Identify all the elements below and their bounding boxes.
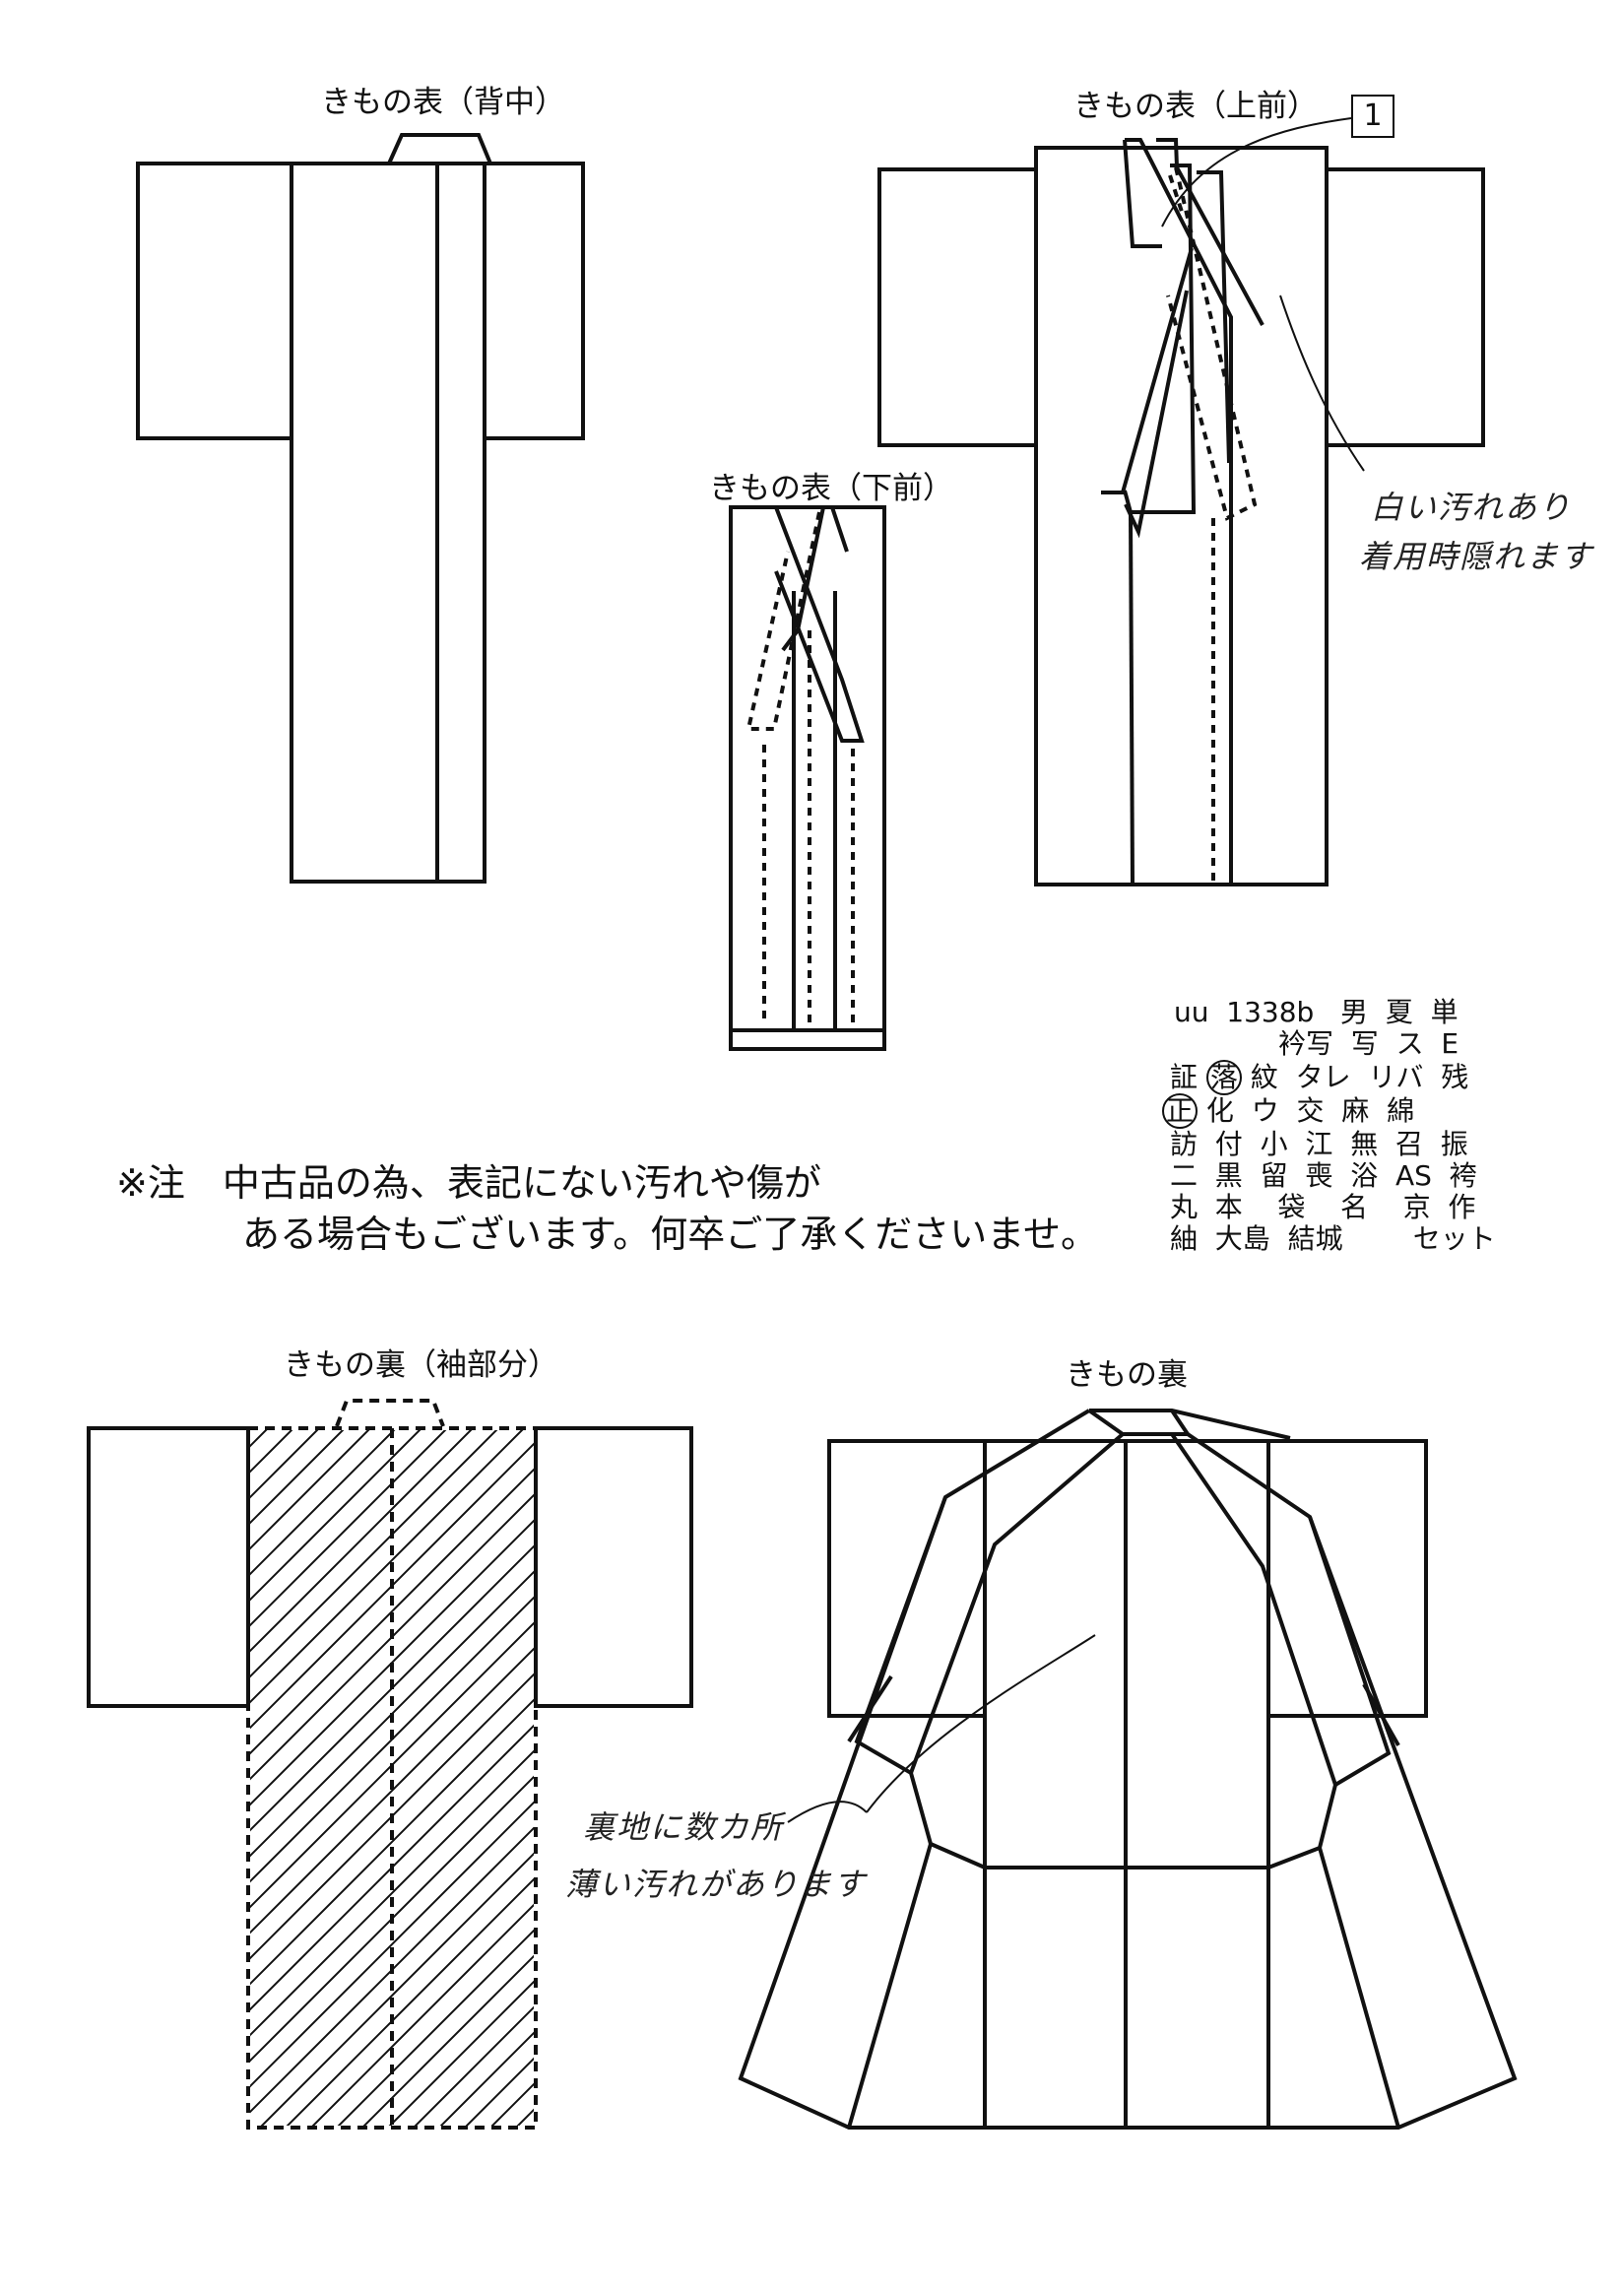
label-lining-sleeve: きもの裏（袖部分） bbox=[284, 1347, 558, 1383]
front-stain-note-line2: 着用時隠れます bbox=[1359, 538, 1594, 575]
kimono-back-outline bbox=[136, 133, 585, 884]
circled-mark-raku: 落 bbox=[1205, 1060, 1242, 1095]
kimono-front-upper-outline bbox=[877, 138, 1485, 886]
code-row-6: 二 黒 留 喪 浴 AS 袴 bbox=[1170, 1159, 1477, 1192]
notice-line1: ※注 中古品の為、表記にない汚れや傷が bbox=[116, 1161, 821, 1205]
annotation-leaders bbox=[787, 117, 1365, 1823]
label-front-lower: きもの表（下前） bbox=[709, 471, 953, 506]
label-lining: きもの裏 bbox=[1066, 1357, 1188, 1393]
code-row-1: uu 1338b 男 夏 単 bbox=[1174, 996, 1459, 1028]
kimono-lining-outline bbox=[738, 1409, 1518, 2130]
code-row-5: 訪 付 小 江 無 召 振 bbox=[1170, 1128, 1468, 1160]
kimono-lining-sleeve-outline bbox=[87, 1399, 693, 2130]
code-row-4: 正 化 ウ 交 麻 綿 bbox=[1162, 1089, 1414, 1129]
lining-stain-note-line1: 裏地に数カ所 bbox=[583, 1808, 785, 1846]
label-back: きもの表（背中） bbox=[321, 85, 565, 120]
front-stain-note-line1: 白い汚れあり bbox=[1371, 489, 1573, 526]
code-row-3: 証 落 紋 タレ リバ 残 bbox=[1170, 1060, 1469, 1095]
code-row-8: 紬 大島 結城 セット bbox=[1170, 1222, 1496, 1255]
label-front-upper: きもの表（上前） bbox=[1073, 89, 1318, 124]
code-row-7: 丸 本 袋 名 京 作 bbox=[1170, 1191, 1476, 1223]
lining-hatch bbox=[250, 1430, 534, 2126]
lining-stain-note-line2: 薄い汚れがあります bbox=[565, 1866, 868, 1903]
circled-mark-sei: 正 bbox=[1162, 1093, 1198, 1129]
code-row-2: 衿写 写 ス E bbox=[1278, 1027, 1459, 1060]
kimono-front-lower-outline bbox=[729, 505, 886, 1051]
page-number-box: 1 bbox=[1351, 95, 1394, 138]
notice-line2: ある場合もございます。何卒ご了承くださいませ。 bbox=[242, 1213, 1099, 1256]
